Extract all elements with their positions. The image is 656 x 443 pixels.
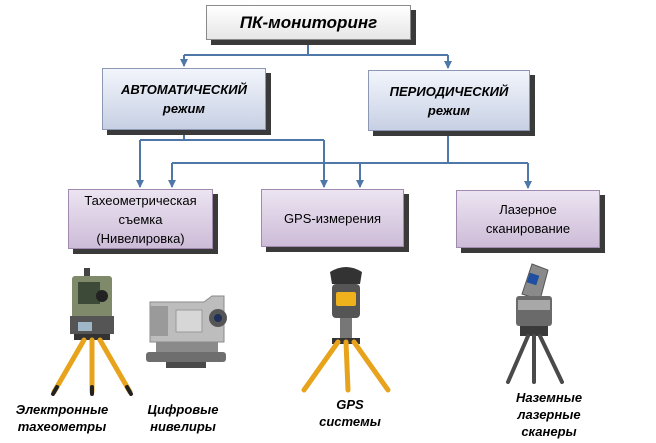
caption-line: тахеометры — [17, 419, 107, 434]
caption-terrestrial-laser-scanners: Наземные лазерные сканеры — [494, 389, 604, 440]
root-box: ПК-мониторинг — [206, 5, 411, 40]
caption-line: Наземные — [515, 390, 583, 405]
gps-receiver-icon — [301, 267, 391, 393]
method-label: (Нивелировка) — [96, 230, 185, 246]
method-label: GPS-измерения — [283, 210, 382, 226]
method-label: Тахеометрическая — [84, 192, 197, 208]
caption-line: лазерные — [517, 407, 581, 422]
method-laser-scanning: Лазерное сканирование — [456, 190, 600, 248]
mode-automatic-subtitle: режим — [162, 101, 206, 116]
mode-periodic-subtitle: режим — [427, 102, 471, 118]
caption-line: сканеры — [521, 424, 577, 439]
method-label: сканирование — [485, 221, 571, 236]
mode-periodic: ПЕРИОДИЧЕСКИЙ режим — [368, 70, 530, 131]
caption-electronic-tacheometers: Электронные тахеометры — [2, 401, 122, 435]
root-title: ПК-мониторинг — [239, 12, 378, 32]
caption-line: нивелиры — [150, 419, 216, 434]
mode-periodic-title: ПЕРИОДИЧЕСКИЙ — [389, 83, 509, 99]
caption-line: GPS — [336, 397, 364, 412]
mode-automatic-title: АВТОМАТИЧЕСКИЙ — [121, 82, 247, 97]
caption-line: Цифровые — [147, 402, 219, 417]
method-label: съемка — [118, 211, 163, 227]
digital-level-icon — [146, 295, 227, 368]
laser-scanner-icon — [506, 263, 564, 384]
total-station-icon — [51, 268, 133, 396]
caption-line: Электронные — [15, 402, 109, 417]
method-tacheometric-survey: Тахеометрическая съемка (Нивелировка) — [68, 189, 213, 249]
method-gps-measurements: GPS-измерения — [261, 189, 404, 247]
mode-automatic: АВТОМАТИЧЕСКИЙ режим — [102, 68, 266, 130]
caption-line: системы — [319, 414, 381, 429]
method-label: Лазерное — [499, 202, 557, 217]
caption-digital-levels: Цифровые нивелиры — [128, 401, 238, 435]
caption-gps-systems: GPS системы — [300, 396, 400, 430]
